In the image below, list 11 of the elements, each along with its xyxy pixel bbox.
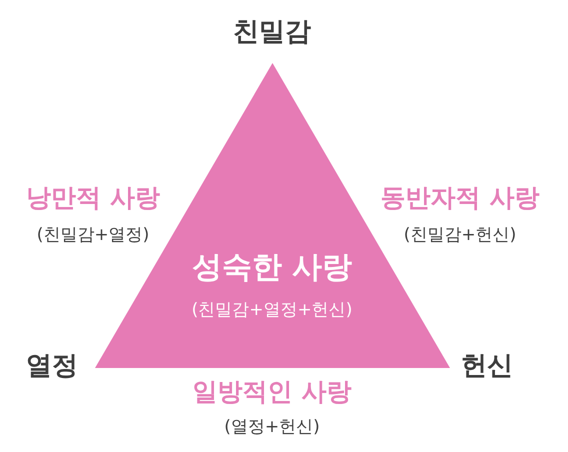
vertex-label: 헌신 bbox=[461, 352, 513, 382]
side-sublabel: (친밀감+열정) bbox=[36, 226, 150, 246]
subheading: (친밀감+열정+헌신) bbox=[192, 301, 352, 321]
side-sublabel: (열정+헌신) bbox=[224, 418, 320, 438]
side-label: 일방적인 사랑 bbox=[192, 378, 352, 407]
heading: 성숙한 사랑 bbox=[192, 251, 352, 286]
vertex-label: 친밀감 bbox=[233, 18, 311, 48]
vertex-label: 열정 bbox=[26, 352, 78, 382]
side-sublabel: (친밀감+헌신) bbox=[404, 226, 516, 246]
side-label: 낭만적 사랑 bbox=[26, 184, 160, 213]
side-label: 동반자적 사랑 bbox=[380, 184, 540, 213]
